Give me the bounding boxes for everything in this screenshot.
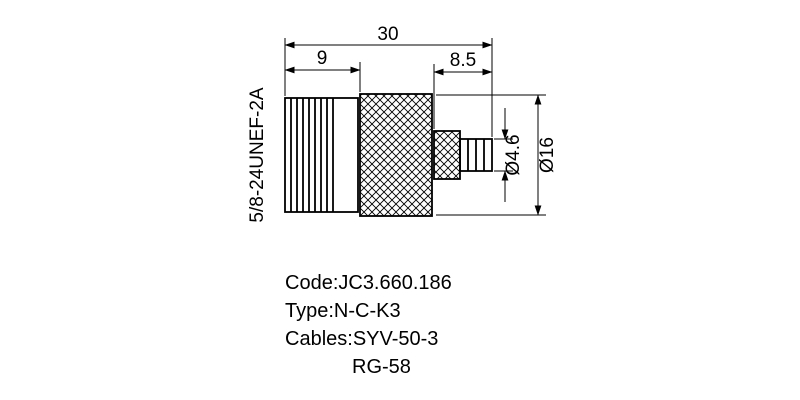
dim-label-nut-length: 9 xyxy=(317,48,328,69)
dimension-nut-length: 9 xyxy=(284,48,361,92)
dim-label-pin-diameter: Ø4.6 xyxy=(503,134,524,175)
connector-body xyxy=(284,93,493,217)
note-cables-2: RG-58 xyxy=(352,356,411,378)
crimp-ring xyxy=(433,130,461,180)
note-type: Type:N-C-K3 xyxy=(285,300,401,322)
crimp-tube xyxy=(459,138,493,172)
note-cables: Cables:SYV-50-3 xyxy=(285,328,438,350)
dimension-crimp-length: 8.5 xyxy=(433,50,493,129)
dim-label-overall-length: 30 xyxy=(377,24,398,45)
note-code: Code:JC3.660.186 xyxy=(285,272,452,294)
dim-label-body-diameter: Ø16 xyxy=(537,137,558,173)
notes-block: Code:JC3.660.186 Type:N-C-K3 Cables:SYV-… xyxy=(285,272,452,378)
thread-lines xyxy=(290,98,334,212)
knurled-body xyxy=(359,93,433,217)
dimension-pin-diameter: Ø4.6 xyxy=(494,108,524,202)
dim-label-crimp-length: 8.5 xyxy=(450,50,476,71)
dimension-body-diameter: Ø16 xyxy=(436,94,558,216)
thread-spec-label: 5/8-24UNEF-2A xyxy=(247,87,268,222)
coupling-nut xyxy=(284,97,359,213)
dimension-annotations: 30 9 8.5 Ø4.6 xyxy=(247,24,558,223)
